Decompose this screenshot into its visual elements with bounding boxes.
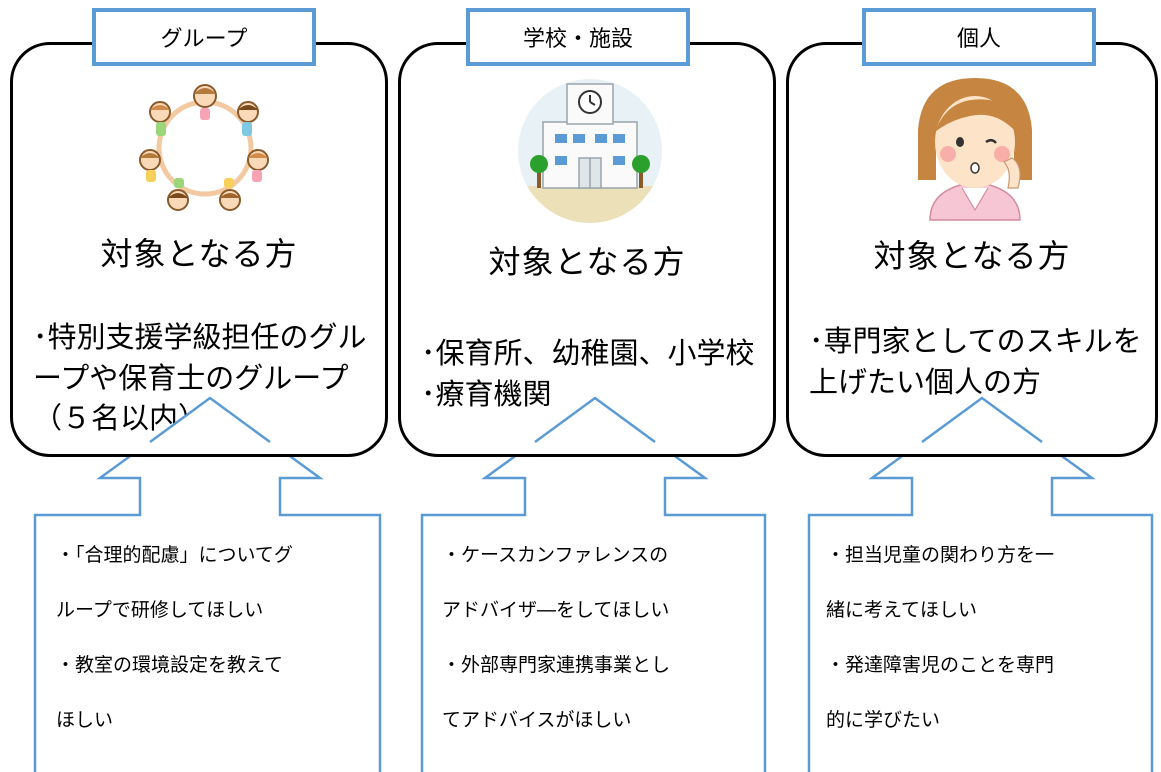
school-need-line: ・外部専門家連携事業とし [442,654,671,677]
group-targets: ･特別支援学級担任のグル ープや保育士のグループ （５名以内） [33,317,367,439]
individual-targets: ･専門家としてのスキルを 上げたい個人の方 [809,321,1142,402]
arrow-tip-1-outline [149,396,271,444]
group-need-line: ほしい [56,709,114,732]
arrow-tip-2-outline [534,396,656,444]
individual-need-line: 的に学びたい [826,709,941,732]
individual-target-line: 上げたい個人の方 [809,364,1042,399]
school-need-line: アドバイザ―をしてほしい [442,599,670,622]
individual-target-line: ･専門家としてのスキルを [809,324,1142,358]
tab-school: 学校・施設 [466,8,690,66]
school-need-line: てアドバイスがほしい [442,709,632,732]
tab-group: グループ [92,8,316,66]
school-target-line: ･療育機関 [421,376,552,411]
arrow-tip-1 [150,398,270,442]
individual-heading: 対象となる方 [873,237,1071,275]
school-needs: ・ケースカンファレンスの アドバイザ―をしてほしい ・外部専門家連携事業とし て… [442,528,670,748]
group-need-line: ・「合理的配慮」についてグ [56,544,293,566]
school-targets: ･保育所、幼稚園、小学校 ･療育機関 [421,333,755,414]
individual-need-line: ・発達障害児のことを専門 [826,654,1055,677]
group-panel: 対象となる方 ･特別支援学級担任のグル ープや保育士のグループ （５名以内） [10,42,388,457]
school-need-line: ・ケースカンファレンスの [442,544,669,566]
school-heading: 対象となる方 [488,243,686,281]
people-circle-icon [139,84,269,211]
group-need-line: ・教室の環境設定を教えて [56,654,284,677]
person-figures [139,84,269,211]
arrow-tip-3 [922,398,1042,442]
individual-need-line: ・担当児童の関わり方を一 [826,544,1055,566]
group-needs: ・「合理的配慮」についてグ ループで研修してほしい ・教室の環境設定を教えて ほ… [56,528,293,748]
thinking-woman-icon [918,78,1032,221]
group-target-line: ープや保育士のグループ [33,360,349,395]
individual-need-line: 緒に考えてほしい [826,599,978,622]
arrow-tip-3-outline [921,396,1043,444]
tab-individual: 個人 [862,8,1096,66]
group-need-line: ループで研修してほしい [56,599,264,622]
individual-needs: ・担当児童の関わり方を一 緒に考えてほしい ・発達障害児のことを専門 的に学びた… [826,528,1054,748]
group-target-line: ･特別支援学級担任のグル [33,320,367,354]
school-building-icon [518,79,662,223]
school-target-line: ･保育所、幼稚園、小学校 [421,336,755,370]
arrow-tip-2 [535,398,655,442]
group-heading: 対象となる方 [100,235,298,273]
